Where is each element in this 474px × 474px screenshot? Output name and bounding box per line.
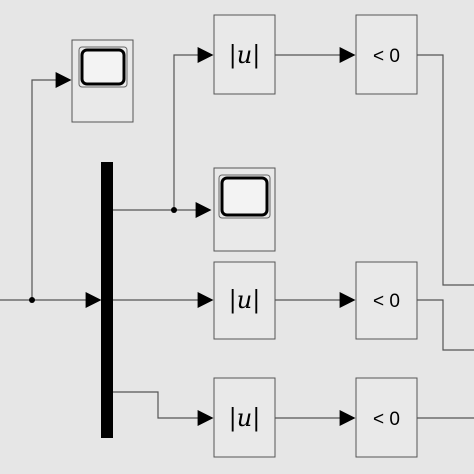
svg-text:|u|: |u| [229, 404, 261, 433]
scope-icon [218, 174, 271, 219]
abs-bar-left: | [229, 404, 237, 433]
branch-to-abs-1-line [173, 47, 214, 210]
abs-block-1[interactable]: |u| [213, 14, 276, 95]
abs-var: u [237, 41, 252, 69]
abs-bar-left: | [229, 286, 237, 315]
abs-block-2[interactable]: |u| [213, 261, 276, 340]
compare-block-1[interactable]: < 0 [355, 14, 418, 95]
abs-bar-right: | [252, 41, 260, 70]
mux-block[interactable] [101, 162, 113, 438]
compare-block-3[interactable]: < 0 [355, 377, 418, 458]
abs-bar-right: | [252, 286, 260, 315]
junction-dot [29, 297, 35, 303]
abs-bar-right: | [252, 404, 260, 433]
abs-bar-left: | [229, 41, 237, 70]
signal-lines [0, 47, 474, 426]
abs-block-3[interactable]: |u| [213, 377, 276, 458]
compare-label: < 0 [373, 46, 400, 67]
mux-out-3-line [113, 391, 214, 426]
compare-2-out-line [417, 299, 474, 351]
branch-to-scope-line [31, 72, 72, 300]
compare-label: < 0 [373, 291, 400, 312]
junction-dot [171, 207, 177, 213]
abs-var: u [237, 404, 252, 432]
scope-block-2[interactable] [213, 167, 276, 252]
svg-text:|u|: |u| [229, 286, 261, 315]
compare-block-2[interactable]: < 0 [355, 261, 418, 340]
compare-1-out-line [417, 54, 474, 286]
svg-text:|u|: |u| [229, 41, 261, 70]
compare-label: < 0 [373, 409, 400, 430]
scope-block-1[interactable] [71, 39, 134, 123]
scope-icon [78, 46, 128, 88]
abs-var: u [237, 286, 252, 314]
